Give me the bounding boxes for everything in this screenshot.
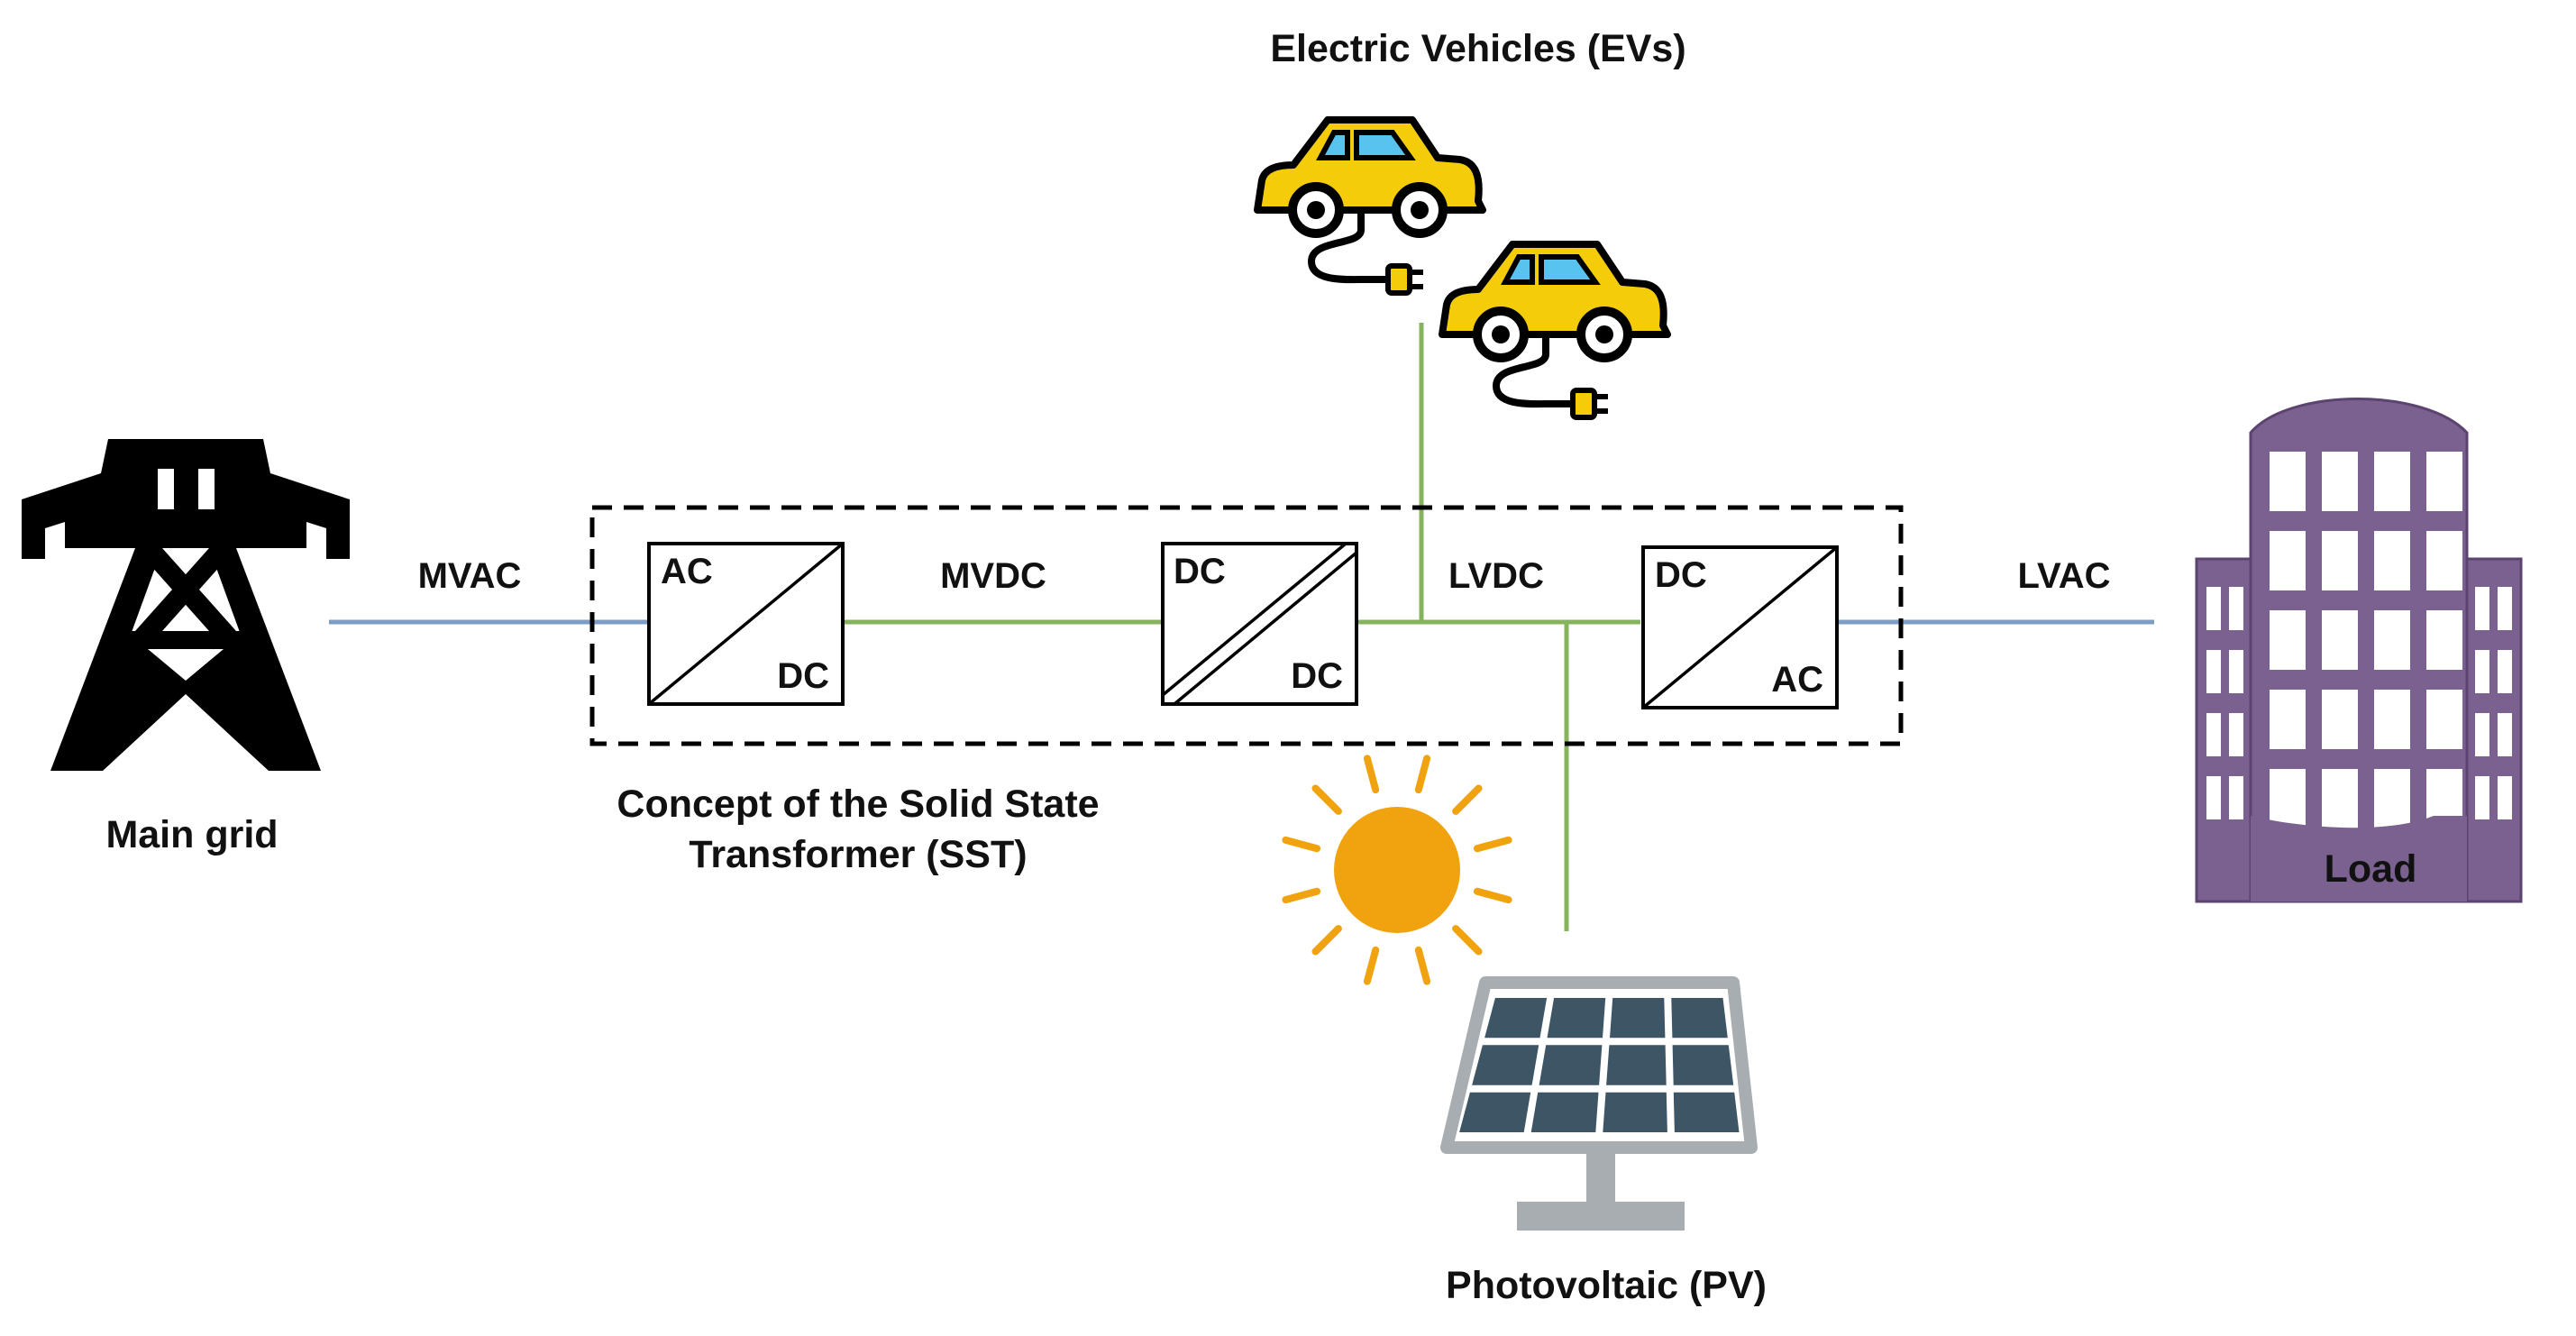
building-window [2496,648,2514,695]
pv-cell [1459,1092,1531,1132]
converter-ac-dc: AC DC [647,542,845,706]
sun-ray [1311,784,1342,815]
pv-cell [1603,1092,1667,1132]
ev-car-icon [1254,116,1486,296]
converter-ac-dc-bottom: DC [777,656,829,696]
sst-label-line2: Transformer (SST) [689,833,1027,876]
converter-dc-dc-bottom: DC [1291,656,1343,696]
sst-boundary [589,505,1904,746]
sun-ray [1452,784,1483,815]
building-window [2372,529,2412,592]
converter-dc-ac: DC AC [1641,545,1839,709]
pv-cell [1547,998,1606,1039]
building-window [2205,585,2223,632]
building-window [2372,688,2412,751]
sst-label-line1: Concept of the Solid State [617,782,1099,826]
building-icon [2195,398,2523,903]
building-window [2473,711,2491,758]
pv-label: Photovoltaic (PV) [1446,1264,1767,1307]
building-window [2227,774,2245,821]
building-window [2320,767,2360,830]
sun-ray [1282,836,1321,853]
building-window [2496,774,2514,821]
sun-ray [1363,755,1380,794]
ev-car-icon [1439,241,1671,420]
pv-cell [1530,1092,1599,1132]
pv-cell [1472,1045,1539,1085]
building-window [2425,450,2464,513]
building-window [2473,648,2491,695]
converter-dc-dc: DC DC [1161,542,1358,706]
sun-ray [1282,887,1321,904]
building-window [2320,609,2360,672]
building-window [2205,648,2223,695]
converter-dc-ac-top: DC [1655,555,1707,595]
sun-ray [1311,925,1342,956]
transmission-tower-icon [22,439,350,771]
building-window [2227,711,2245,758]
building-window [2496,711,2514,758]
building-window [2268,450,2307,513]
building-window [2268,688,2307,751]
pv-cell [1672,1045,1734,1085]
main-grid-label: Main grid [105,813,278,856]
converter-dc-ac-bottom: AC [1771,660,1823,700]
sun-ray [1363,946,1380,985]
building-window [2227,648,2245,695]
load-label: Load [2325,847,2417,891]
building-window [2320,688,2360,751]
building-window [2205,774,2223,821]
building-window [2372,767,2412,830]
sun-ray [1414,755,1431,794]
mvdc-label: MVDC [940,556,1046,596]
building-window [2320,450,2360,513]
building-window [2205,711,2223,758]
mvac-label: MVAC [418,556,522,596]
building-window [2227,585,2245,632]
building-window [2473,774,2491,821]
lvac-label: LVAC [2018,556,2111,596]
building-window [2425,688,2464,751]
sun-ray [1473,836,1512,853]
building-window [2268,767,2307,830]
wires [329,323,2154,931]
building-window [2268,609,2307,672]
pv-cell [1610,998,1666,1039]
building-window [2425,529,2464,592]
building-window [2320,529,2360,592]
building-window [2425,609,2464,672]
pv-cell [1606,1045,1667,1085]
building-window [2268,529,2307,592]
solar-panel-icon [1440,976,1758,1231]
converter-ac-dc-top: AC [661,552,713,591]
sun-ray [1414,946,1431,985]
building-window [2496,585,2514,632]
lvdc-label: LVDC [1448,556,1544,596]
converter-dc-dc-top: DC [1174,552,1226,591]
building-window [2473,585,2491,632]
sun-icon [1282,755,1512,985]
sun-ray [1452,925,1483,956]
pv-cell [1484,998,1548,1039]
building-window [2372,609,2412,672]
pv-cell [1539,1045,1603,1085]
evs-label: Electric Vehicles (EVs) [1270,27,1685,70]
pv-cell [1671,998,1728,1039]
building-window [2372,450,2412,513]
sun-ray [1473,887,1512,904]
pv-cell [1673,1092,1740,1132]
